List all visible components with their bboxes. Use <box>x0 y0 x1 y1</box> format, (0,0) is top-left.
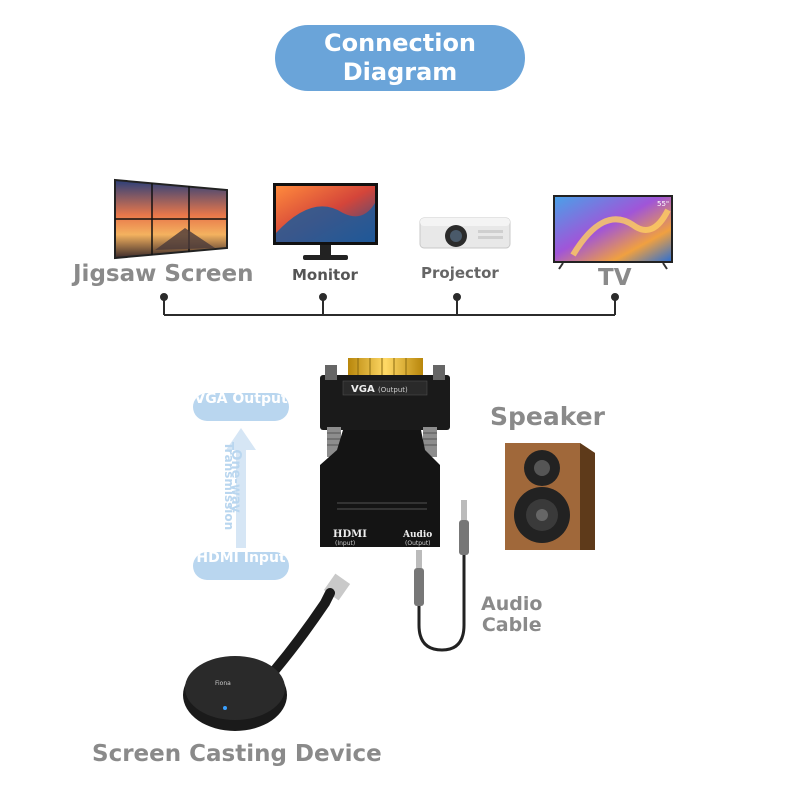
tv-size-badge: 55" <box>657 200 669 208</box>
title-line-2: Diagram <box>342 58 458 86</box>
audio-cable-icon <box>414 500 469 652</box>
audio-port-sublabel: (Output) <box>405 540 431 547</box>
monitor-icon <box>273 183 378 260</box>
casting-device-icon: Fiona <box>183 573 351 731</box>
title-line-1: Connection <box>323 29 477 57</box>
projector-icon <box>419 217 511 249</box>
up-arrow-icon <box>226 428 256 548</box>
diagram-title: Connection Diagram <box>275 25 525 91</box>
audio-cable-label-line1: Audio <box>481 593 543 615</box>
display-label-projector: Projector <box>421 264 499 282</box>
hdmi-vga-adapter: VGA (Output) HDMI (Input) Audio (Output) <box>320 358 450 547</box>
audio-cable-label-line2: Cable <box>481 614 542 636</box>
hdmi-input-pill: HDMI Input <box>193 552 289 580</box>
transmission-label: Transmission <box>222 441 236 531</box>
vga-port-sublabel: (Output) <box>378 386 408 394</box>
hdmi-port-sublabel: (Input) <box>335 540 355 547</box>
audio-port-label: Audio <box>402 530 432 540</box>
display-bus-connector <box>160 293 619 316</box>
display-label-monitor: Monitor <box>292 266 358 284</box>
speaker-icon <box>505 443 595 550</box>
casting-device-label: Screen Casting Device <box>92 741 382 767</box>
vga-output-pill: VGA Output <box>193 393 289 421</box>
vga-port-label: VGA <box>351 384 375 395</box>
hdmi-port-label: HDMI <box>333 529 367 540</box>
display-label-jigsaw: Jigsaw Screen <box>73 261 254 287</box>
video-wall-icon <box>114 178 228 260</box>
display-label-tv: TV <box>598 265 632 291</box>
audio-cable-label: Audio Cable <box>481 594 542 636</box>
speaker-label: Speaker <box>490 402 605 431</box>
casting-device-brand: Fiona <box>215 680 231 687</box>
tv-icon: 55" <box>553 195 673 270</box>
